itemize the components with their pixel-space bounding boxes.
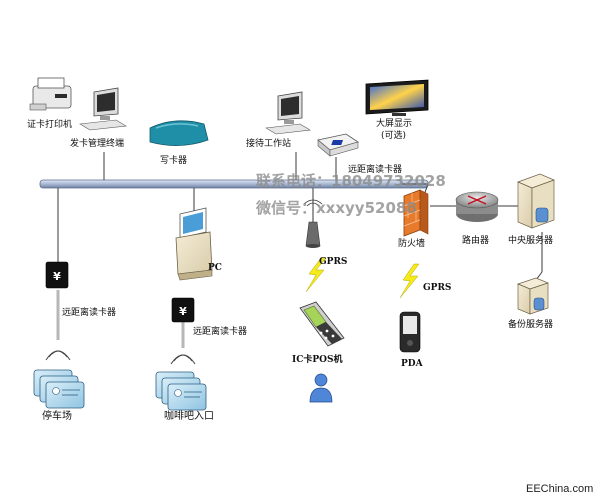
wireless-signal-icon — [45, 350, 71, 361]
issuing-terminal-icon — [79, 87, 127, 131]
pc-kiosk-icon — [175, 207, 213, 281]
pda-icon — [399, 311, 421, 353]
card-writer-label: 写卡器 — [160, 154, 187, 166]
antenna-icon — [303, 199, 323, 248]
central-server-icon — [517, 173, 555, 229]
long-range-reader-top-label: 远距离读卡器 — [348, 163, 402, 175]
gprs-label-2: GPRS — [423, 283, 451, 293]
desk-card-reader-icon — [317, 133, 359, 157]
issuing-terminal-label: 发卡管理终端 — [70, 137, 124, 149]
big-screen-optional-label: (可选) — [381, 129, 406, 141]
backup-server-label: 备份服务器 — [508, 318, 553, 330]
gprs-label-1: GPRS — [319, 257, 347, 267]
router-label: 路由器 — [462, 234, 489, 246]
card-printer-label: 证卡打印机 — [27, 118, 72, 130]
router-icon — [455, 191, 499, 222]
wireless-signal-icon — [170, 354, 196, 365]
long-range-reader-left-label: 远距离读卡器 — [62, 306, 116, 318]
pda-label: PDA — [401, 359, 424, 369]
source-credit: EEChina.com — [526, 483, 593, 495]
reception-workstation-label: 接待工作站 — [246, 137, 291, 149]
svg-text:¥: ¥ — [179, 305, 187, 318]
cafe-entrance-label: 咖啡吧入口 — [164, 410, 214, 422]
pc-label: PC — [208, 263, 222, 273]
firewall-icon — [403, 189, 429, 237]
firewall-label: 防火墙 — [398, 237, 425, 249]
reader-poles — [56, 290, 185, 348]
long-range-reader-mid-label: 远距离读卡器 — [193, 325, 247, 337]
cafe-cards-icon — [155, 371, 207, 411]
big-screen-label: 大屏显示 — [376, 117, 412, 129]
pos-terminal-icon — [299, 301, 345, 347]
pos-label: IC卡POS机 — [292, 353, 342, 365]
user-icon — [309, 373, 333, 403]
cafe-reader-icon: ¥ — [171, 297, 195, 323]
watermark-line-2: 微信号：xxxyy52088 — [255, 199, 417, 217]
parking-label: 停车场 — [42, 409, 72, 422]
big-screen-icon — [365, 79, 429, 116]
svg-text:¥: ¥ — [53, 270, 61, 283]
reception-workstation-icon — [265, 91, 311, 135]
card-writer-icon — [149, 120, 209, 146]
parking-cards-icon — [33, 369, 85, 409]
watermark-line-1: 联系电话：18049732028 — [256, 172, 446, 190]
central-server-label: 中央服务器 — [508, 234, 553, 246]
parking-reader-icon: ¥ — [45, 261, 69, 289]
backup-server-icon — [517, 277, 549, 315]
lightning-icon — [305, 257, 327, 293]
lightning-icon — [399, 263, 420, 299]
card-printer-icon — [29, 77, 72, 111]
